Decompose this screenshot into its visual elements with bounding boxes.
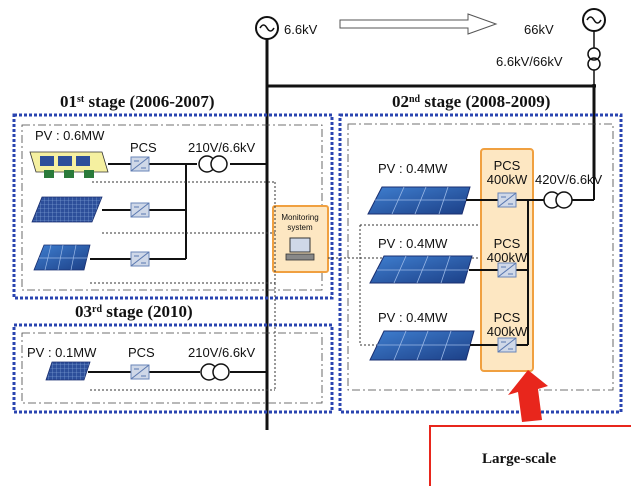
stage1-border	[12, 113, 334, 300]
stage2-pcs-2	[497, 262, 517, 278]
stage1-pcs-2	[130, 202, 150, 218]
stage3-transformer-label: 210V/6.6kV	[188, 345, 256, 360]
stage3-transformer	[200, 363, 230, 381]
stage2-title: 02nd stage (2008-2009)	[392, 92, 550, 111]
stage2-pcs-label-3: PCS	[494, 310, 521, 325]
stage2-pcs-label-2: PCS	[494, 236, 521, 251]
stage2-wiring	[466, 178, 595, 346]
stage1-inner-border	[21, 124, 323, 291]
monitoring-label-2: system	[287, 223, 313, 232]
transfer-arrow	[339, 13, 498, 35]
callout-box	[429, 425, 631, 486]
monitoring-label-1: Monitoring	[281, 213, 318, 222]
stage3-border	[12, 323, 334, 414]
right-transformer-label: 6.6kV/66kV	[496, 54, 563, 69]
stage2-inner-border	[347, 123, 614, 391]
stage3-pv-label: PV : 0.1MW	[27, 345, 97, 360]
stage3-title: 03rd stage (2010)	[75, 302, 193, 321]
stage2-pcs-rating-2: 400kW	[487, 250, 528, 265]
stage2-border	[338, 113, 623, 414]
stage1-pcs-3	[130, 251, 150, 267]
stage1-transformer	[198, 155, 228, 173]
right-transformer	[587, 31, 601, 84]
stage1-pv-array-3	[33, 244, 91, 271]
source-right-voltage: 66kV	[524, 22, 554, 37]
stage3-inner-border	[21, 332, 323, 404]
stage2-pcs-rating-1: 400kW	[487, 172, 528, 187]
stage1-pv-array-1	[29, 151, 109, 178]
stage2-pv-array-3	[369, 330, 475, 361]
monitoring-system: Monitoring system	[272, 205, 329, 273]
stage2-pv-label-1: PV : 0.4MW	[378, 161, 448, 176]
stage2-pv-array-1	[367, 186, 471, 215]
stage2-pv-label-3: PV : 0.4MW	[378, 310, 448, 325]
stage1-pv-label: PV : 0.6MW	[35, 128, 105, 143]
grid-source-left	[255, 16, 279, 40]
stage1-transformer-label: 210V/6.6kV	[188, 140, 256, 155]
stage1-title: 01st stage (2006-2007)	[60, 92, 215, 111]
pcs-highlight	[480, 148, 534, 372]
stage2-pv-array-2	[369, 255, 473, 284]
stage2-transformer-label: 420V/6.6kV	[535, 172, 603, 187]
callout-text: Large-scale	[482, 451, 556, 467]
stage1-wiring	[90, 163, 267, 260]
stage3-pcs-label: PCS	[128, 345, 155, 360]
grid-source-right	[582, 8, 606, 32]
stage3-pv-array	[45, 361, 91, 381]
stage2-pcs-3	[497, 337, 517, 353]
computer-icon	[289, 237, 311, 253]
stage3-pcs	[130, 364, 150, 380]
stage2-transformer	[543, 191, 573, 209]
stage2-pcs-label-1: PCS	[494, 158, 521, 173]
stage2-pv-label-2: PV : 0.4MW	[378, 236, 448, 251]
stage2-pcs-rating-3: 400kW	[487, 324, 528, 339]
stage2-pcs-1	[497, 192, 517, 208]
stage1-pcs-label: PCS	[130, 140, 157, 155]
stage1-pcs-1	[130, 156, 150, 172]
callout-arrow	[508, 370, 548, 422]
source-left-voltage: 6.6kV	[284, 22, 318, 37]
stage1-pv-array-2	[31, 196, 103, 223]
